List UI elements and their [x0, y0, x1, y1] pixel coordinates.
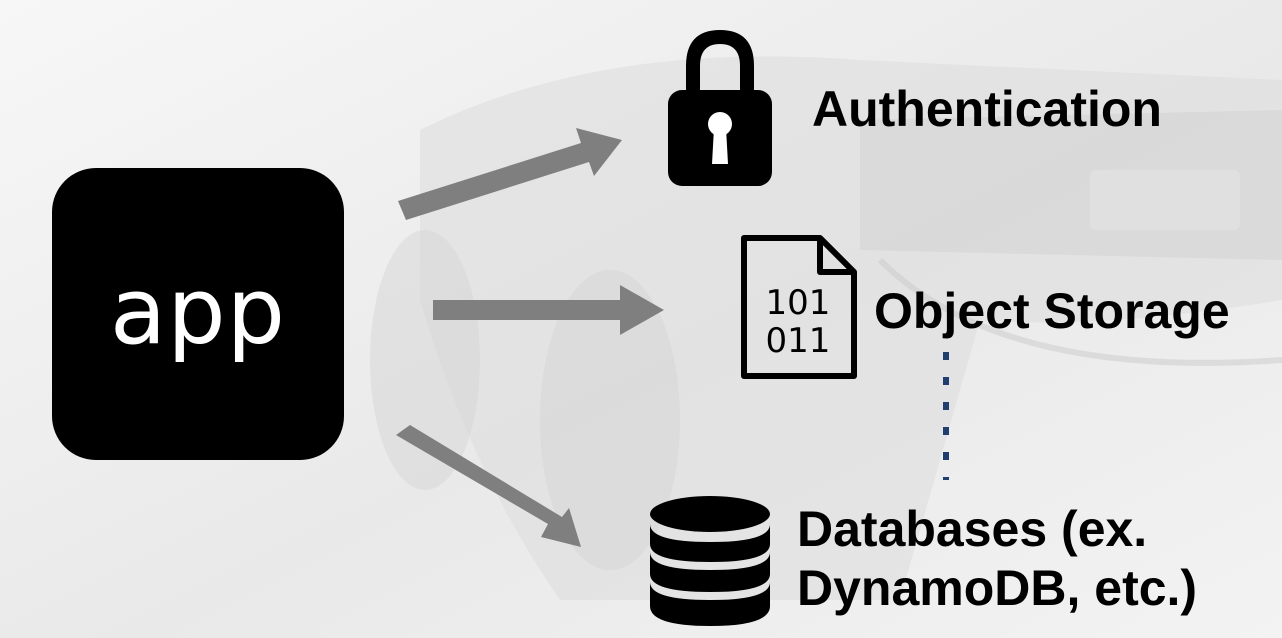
binary-file-icon: 101 011: [741, 235, 857, 379]
databases-label: Databases (ex. DynamoDB, etc.): [797, 500, 1197, 617]
binary-text-line-2: 011: [766, 321, 831, 361]
arrow-to-object-storage: [433, 285, 664, 335]
arrow-to-databases: [396, 425, 581, 547]
database-icon: [650, 496, 770, 626]
arrow-to-authentication: [398, 128, 622, 220]
authentication-label: Authentication: [812, 81, 1162, 137]
databases-label-line-2: DynamoDB, etc.): [797, 559, 1198, 616]
object-storage-label: Object Storage: [874, 283, 1230, 339]
app-label: app: [109, 257, 287, 365]
padlock-icon: [668, 30, 772, 186]
databases-label-line-1: Databases (ex.: [797, 501, 1148, 557]
app-icon: app: [52, 168, 344, 460]
binary-text-line-1: 101: [766, 283, 831, 323]
